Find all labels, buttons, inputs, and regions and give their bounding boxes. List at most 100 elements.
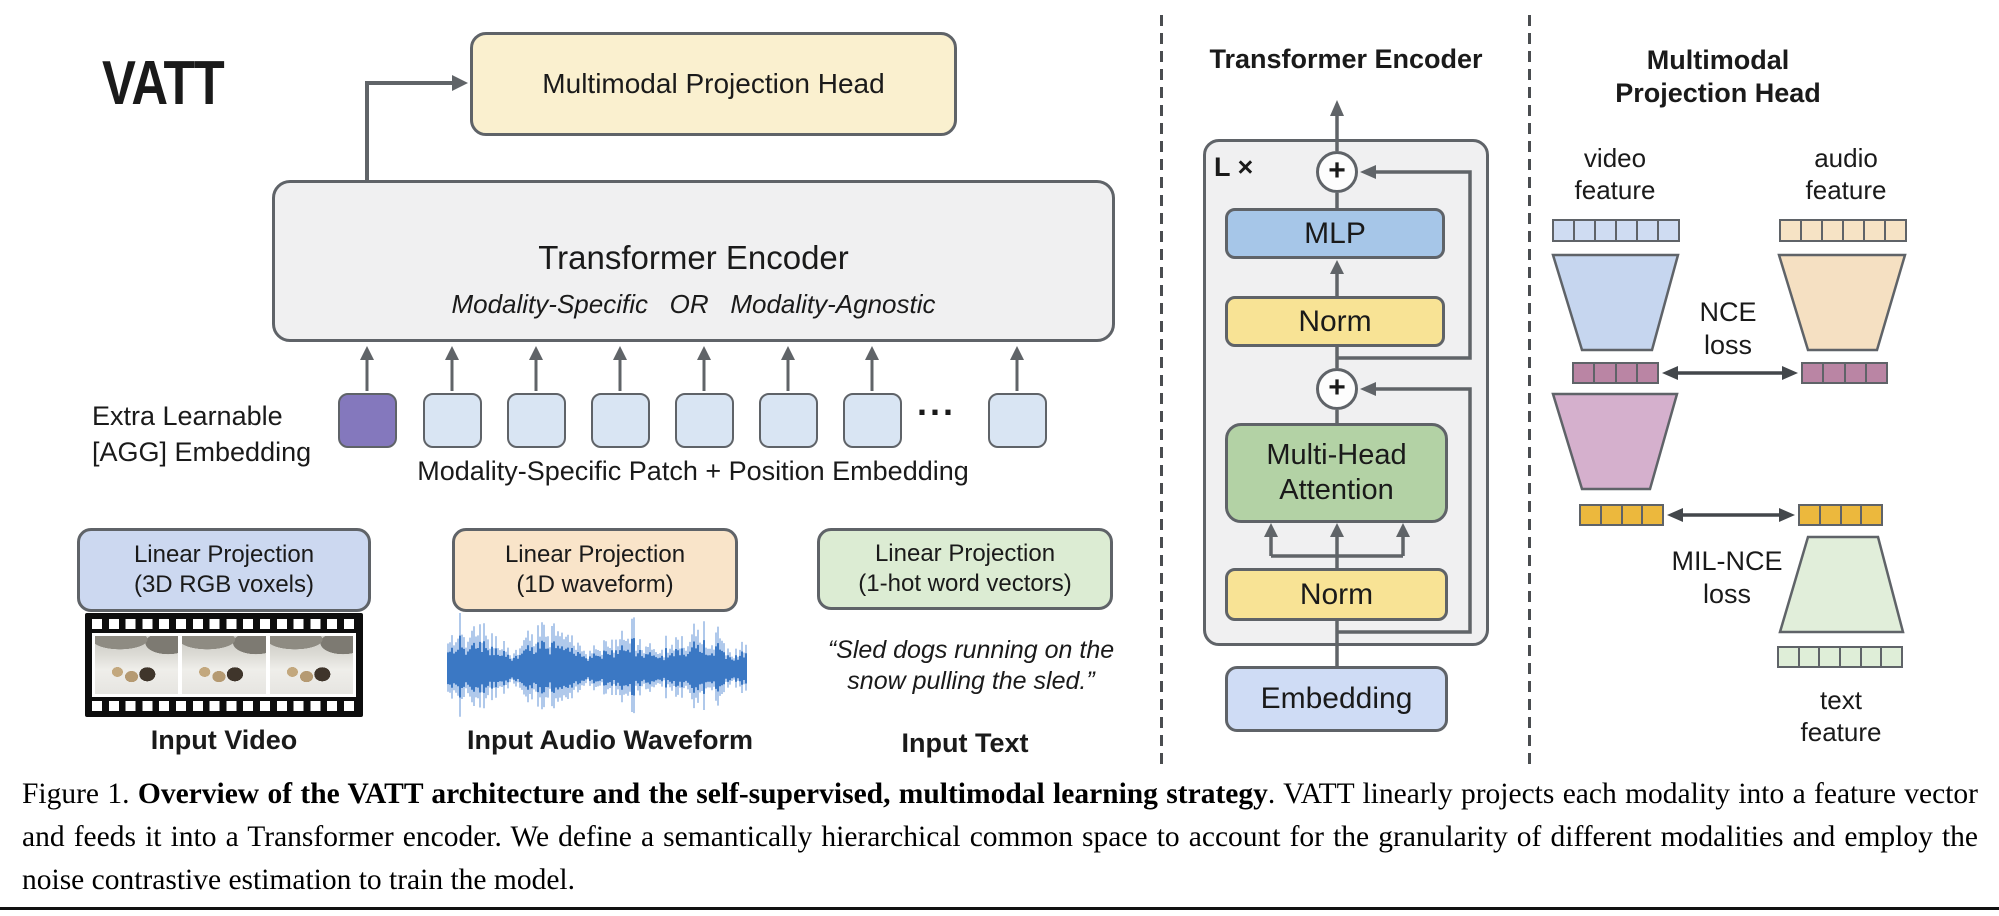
feature-cell: [1818, 506, 1840, 524]
agg-token: [338, 393, 397, 448]
feature-cell: [1818, 648, 1840, 666]
caption-figure-number: Figure 1.: [22, 778, 138, 810]
separator-dashed-right: [1528, 15, 1531, 767]
patch-token: [988, 393, 1047, 448]
transformer-encoder-box: Transformer Encoder Modality-Specific OR…: [272, 180, 1115, 342]
linear-projection-audio-box: Linear Projection (1D waveform): [452, 528, 738, 612]
video-common-trapezoid: [1551, 392, 1679, 491]
feature-cell: [1863, 221, 1884, 240]
feature-cell: [1593, 364, 1615, 382]
feature-cell: [1781, 221, 1800, 240]
audio-waveform-image: [447, 613, 747, 717]
feature-cell: [1641, 506, 1662, 524]
input-video-label: Input Video: [150, 724, 298, 755]
feature-cell: [1614, 364, 1636, 382]
patch-token: [675, 393, 734, 448]
feature-cell: [1581, 506, 1600, 524]
video-frame: [182, 636, 266, 694]
audio-feature-label: audio feature: [1805, 143, 1887, 205]
patch-token: [843, 393, 902, 448]
feature-cell: [1800, 506, 1819, 524]
layer-repeat-label: L ×: [1214, 152, 1254, 182]
patch-token: [591, 393, 650, 448]
feature-cell: [1594, 221, 1615, 240]
embedding-block: Embedding: [1225, 666, 1448, 732]
feature-cell: [1800, 221, 1821, 240]
projection-head-title: Multimodal Projection Head: [1615, 45, 1821, 108]
feature-cell: [1884, 221, 1905, 240]
agg-embedding-label: Extra Learnable [AGG] Embedding: [92, 401, 312, 467]
film-sprockets-top: [92, 619, 356, 629]
multimodal-projection-head-label: Multimodal Projection Head: [542, 68, 885, 99]
feature-cell: [1779, 648, 1798, 666]
figure-caption: Figure 1. Overview of the VATT architect…: [22, 773, 1978, 902]
input-audio-label: Input Audio Waveform: [467, 724, 753, 755]
video-frames: [92, 633, 356, 697]
feature-cell: [1615, 221, 1636, 240]
feature-cell: [1803, 364, 1823, 382]
feature-cell: [1797, 648, 1819, 666]
feature-cell: [1620, 506, 1642, 524]
video-frame: [95, 636, 179, 694]
vatt-logo: VATT: [102, 49, 225, 118]
feature-cell: [1574, 364, 1594, 382]
multimodal-projection-head-box: Multimodal Projection Head: [470, 32, 957, 136]
feature-cell: [1839, 506, 1861, 524]
token-arrowheads: [360, 346, 1024, 360]
patch-token: [759, 393, 818, 448]
multi-head-attention-block: Multi-Head Attention: [1225, 423, 1448, 523]
transformer-encoder-title: Transformer Encoder: [538, 239, 849, 276]
patch-token: [423, 393, 482, 448]
film-strip-image: [85, 613, 363, 717]
video-feature-label: video feature: [1574, 143, 1656, 205]
residual-add-top: +: [1316, 151, 1358, 193]
feature-cell: [1821, 221, 1842, 240]
feature-cell: [1842, 221, 1863, 240]
transformer-encoder-subtitle: Modality-Specific OR Modality-Agnostic: [451, 289, 936, 319]
patch-token: [507, 393, 566, 448]
video-trapezoid: [1551, 253, 1680, 352]
residual-add-bottom: +: [1316, 368, 1358, 410]
nce-loss-label: NCE loss: [1699, 297, 1757, 360]
linear-projection-video-box: Linear Projection (3D RGB voxels): [77, 528, 371, 612]
encoder-detail-title: Transformer Encoder: [1209, 43, 1483, 74]
mlp-block: MLP: [1225, 208, 1445, 259]
feature-cell: [1859, 648, 1881, 666]
encoder-to-head-arrow: [365, 81, 452, 181]
audio-trapezoid: [1777, 253, 1907, 352]
token-ellipsis: ...: [917, 382, 957, 423]
norm-block-bottom: Norm: [1225, 568, 1448, 621]
video-frame: [269, 636, 353, 694]
encoder-to-head-arrowhead: [452, 75, 468, 91]
separator-dashed-left: [1160, 15, 1163, 767]
audio-common-space-strip: [1801, 362, 1888, 384]
patch-position-embedding-label: Modality-Specific Patch + Position Embed…: [417, 455, 969, 486]
feature-cell: [1860, 506, 1881, 524]
feature-cell: [1880, 648, 1902, 666]
caption-body: . VATT linearly projects each modality i…: [22, 778, 1978, 896]
video-text-common-strip: [1579, 504, 1664, 526]
text-feature-strip: [1777, 646, 1903, 668]
feature-cell: [1839, 648, 1860, 666]
video-feature-strip: [1552, 219, 1680, 242]
feature-cell: [1573, 221, 1594, 240]
feature-cell: [1822, 364, 1844, 382]
input-text-label: Input Text: [901, 727, 1029, 758]
feature-cell: [1635, 364, 1657, 382]
feature-cell: [1554, 221, 1573, 240]
feature-cell: [1864, 364, 1886, 382]
norm-block-top: Norm: [1225, 296, 1445, 347]
film-sprockets-bottom: [92, 701, 356, 711]
feature-cell: [1636, 221, 1657, 240]
caption-bold-title: Overview of the VATT architecture and th…: [137, 778, 1268, 810]
audio-feature-strip: [1779, 219, 1907, 242]
video-common-space-strip: [1572, 362, 1659, 384]
feature-cell: [1599, 506, 1621, 524]
feature-cell: [1657, 221, 1678, 240]
bottom-rule: [0, 907, 1999, 910]
linear-projection-text-box: Linear Projection (1-hot word vectors): [817, 528, 1113, 610]
text-common-strip: [1798, 504, 1883, 526]
feature-cell: [1843, 364, 1865, 382]
mil-nce-loss-label: MIL-NCE loss: [1671, 546, 1783, 609]
